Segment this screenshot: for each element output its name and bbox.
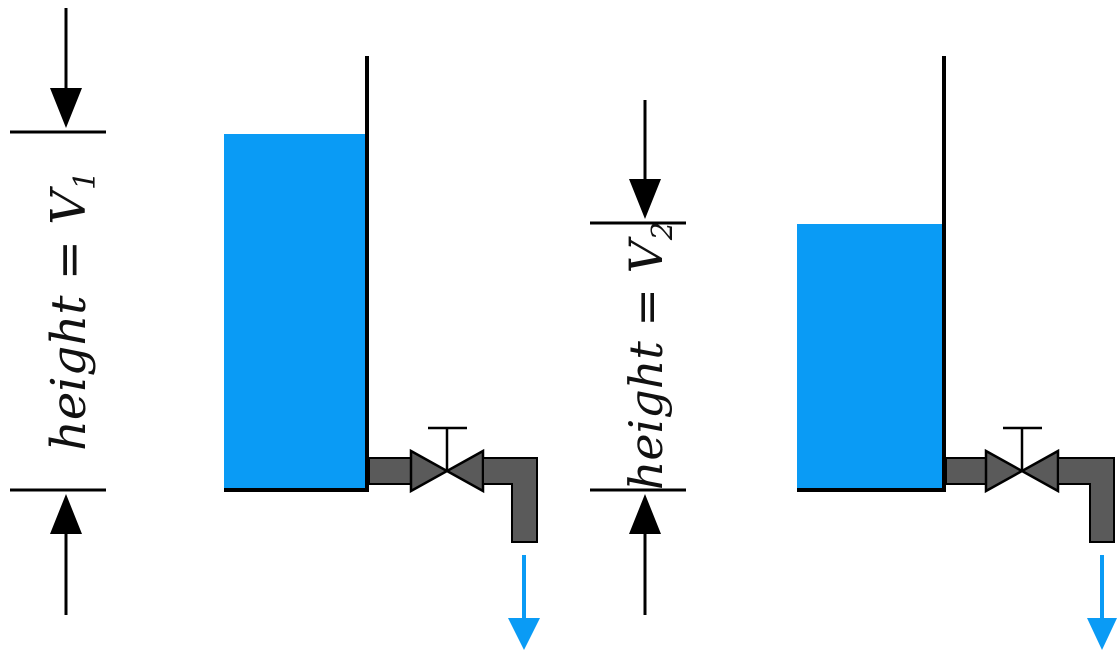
left-outflow-arrow-icon bbox=[508, 555, 540, 650]
left-tank-water bbox=[224, 134, 366, 490]
left-height-label: height = V1 bbox=[41, 171, 103, 451]
right-outflow-arrow-icon bbox=[1087, 555, 1117, 650]
left-elbow-pipe bbox=[482, 457, 538, 543]
right-top-arrow-icon bbox=[629, 100, 661, 219]
left-bottom-arrow-icon bbox=[50, 494, 82, 615]
left-top-arrow-icon bbox=[50, 8, 82, 128]
right-elbow-pipe bbox=[1057, 457, 1115, 543]
left-valve-icon bbox=[409, 426, 485, 494]
right-valve-icon bbox=[984, 426, 1060, 494]
left-outlet-pipe bbox=[368, 457, 412, 485]
right-bottom-arrow-icon bbox=[629, 494, 661, 615]
right-tank-water bbox=[797, 224, 943, 490]
right-tank-group: height = V2 bbox=[590, 56, 1117, 650]
left-tank-group: height = V1 bbox=[10, 8, 540, 650]
right-height-label: height = V2 bbox=[619, 222, 679, 491]
right-outlet-pipe bbox=[945, 457, 987, 485]
